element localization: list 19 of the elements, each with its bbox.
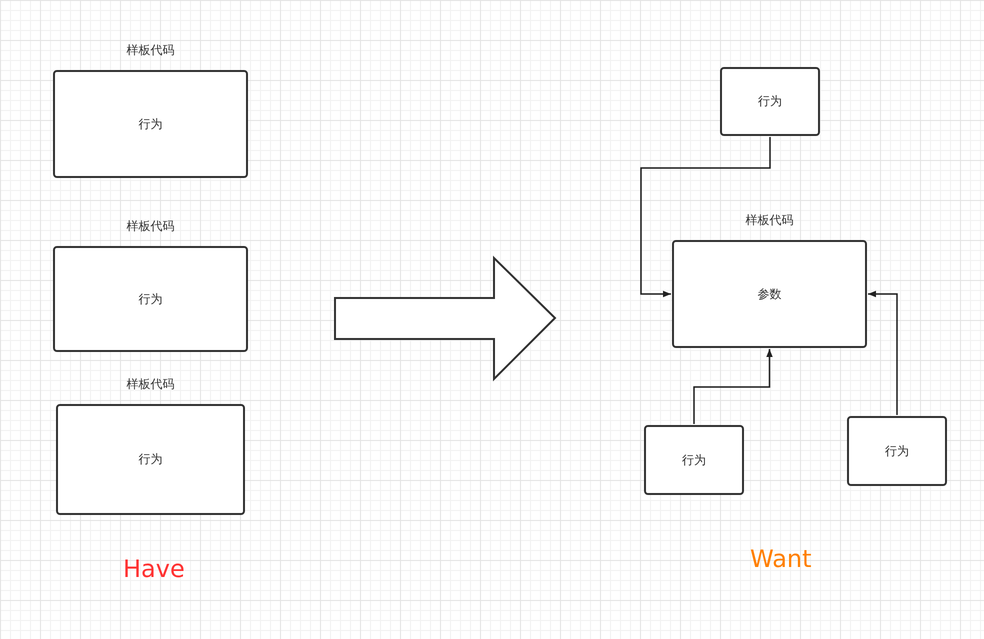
group-label: Want [750, 545, 812, 573]
box-text: 行为 [138, 451, 162, 468]
process-box [847, 416, 947, 486]
box-heading: 样板代码 [126, 42, 174, 59]
box-heading: 样板代码 [126, 376, 174, 393]
box-text: 行为 [682, 452, 706, 468]
box-heading: 样板代码 [746, 212, 794, 229]
box-text: 行为 [138, 290, 162, 308]
group-label: Have [123, 555, 185, 583]
process-box [644, 425, 744, 495]
process-box [720, 67, 820, 136]
box-heading: 样板代码 [126, 218, 174, 235]
box-text: 行为 [138, 116, 162, 132]
box-text: 行为 [758, 93, 782, 110]
box-text: 参数 [758, 286, 782, 302]
arrow [868, 290, 898, 415]
arrow [693, 349, 773, 424]
arrow [640, 137, 771, 298]
box-text: 行为 [885, 442, 909, 460]
